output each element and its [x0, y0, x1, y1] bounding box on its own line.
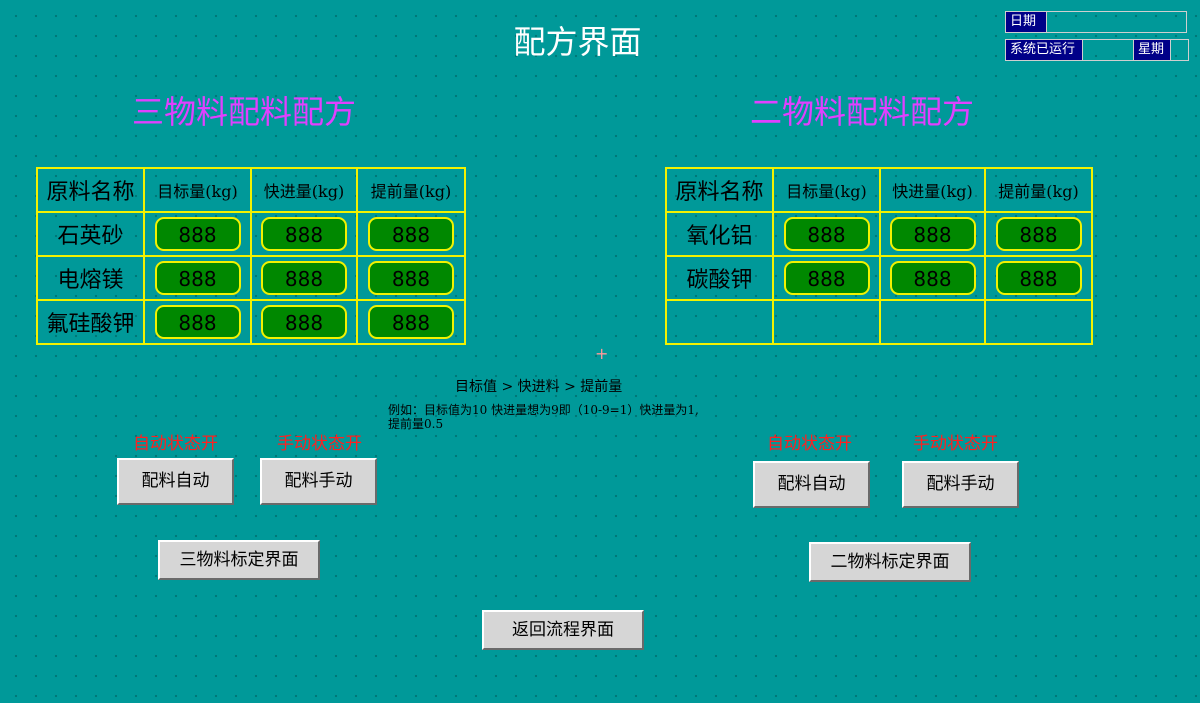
three-manual-status: 手动状态开: [277, 434, 362, 454]
two-auto-button[interactable]: 配料自动: [753, 461, 870, 508]
crosshair-icon: +: [595, 344, 609, 363]
target-value-input[interactable]: 888: [154, 261, 241, 295]
empty-cell: [665, 299, 774, 345]
three-material-title: 三物料配料配方: [132, 93, 357, 131]
target-value-input[interactable]: 888: [783, 217, 870, 251]
three-material-table: 原料名称 目标量(kg) 快进量(kg) 提前量(kg) 石英砂 888 888…: [36, 167, 466, 345]
example-note: 例如：目标值为10 快进量想为9即（10-9=1）快进量为1, 提前量0.5: [388, 403, 768, 431]
weekday-label: 星期: [1133, 39, 1171, 61]
material-name: 电熔镁: [36, 255, 145, 301]
table-row: 电熔镁 888 888 888: [36, 255, 466, 301]
header-advance: 提前量(kg): [984, 167, 1093, 213]
advance-value-input[interactable]: 888: [368, 217, 454, 251]
header-material-name: 原料名称: [665, 167, 774, 213]
example-note-line2: 提前量0.5: [388, 417, 444, 431]
advance-value-input[interactable]: 888: [368, 305, 454, 339]
two-manual-status: 手动状态开: [913, 434, 998, 454]
header-advance: 提前量(kg): [356, 167, 466, 213]
three-auto-status: 自动状态开: [133, 434, 218, 454]
two-material-table: 原料名称 目标量(kg) 快进量(kg) 提前量(kg) 氧化铝 888 888…: [665, 167, 1093, 345]
runtime-value: [1082, 39, 1134, 61]
three-auto-button[interactable]: 配料自动: [117, 458, 234, 505]
table-header-row: 原料名称 目标量(kg) 快进量(kg) 提前量(kg): [36, 167, 466, 213]
header-target: 目标量(kg): [772, 167, 881, 213]
empty-cell: [879, 299, 986, 345]
material-name: 碳酸钾: [665, 255, 774, 301]
material-name: 石英砂: [36, 211, 145, 257]
example-note-line1: 例如：目标值为10 快进量想为9即（10-9=1）快进量为1,: [388, 403, 699, 417]
fast-value-input[interactable]: 888: [261, 217, 347, 251]
date-label: 日期: [1005, 11, 1047, 33]
table-row-empty: [665, 299, 1093, 345]
two-calibration-button[interactable]: 二物料标定界面: [809, 542, 971, 582]
three-calibration-button[interactable]: 三物料标定界面: [158, 540, 320, 580]
header-target: 目标量(kg): [143, 167, 252, 213]
return-flow-button[interactable]: 返回流程界面: [482, 610, 644, 650]
weekday-value: [1170, 39, 1189, 61]
target-value-input[interactable]: 888: [154, 217, 241, 251]
table-row: 氧化铝 888 888 888: [665, 211, 1093, 257]
runtime-label: 系统已运行: [1005, 39, 1083, 61]
advance-value-input[interactable]: 888: [995, 217, 1082, 251]
date-value: [1046, 11, 1187, 33]
rule-note: 目标值 > 快进料 > 提前量: [455, 379, 623, 395]
empty-cell: [984, 299, 1093, 345]
fast-value-input[interactable]: 888: [261, 261, 347, 295]
two-auto-status: 自动状态开: [767, 434, 852, 454]
table-row: 碳酸钾 888 888 888: [665, 255, 1093, 301]
advance-value-input[interactable]: 888: [368, 261, 454, 295]
advance-value-input[interactable]: 888: [995, 261, 1082, 295]
header-fast: 快进量(kg): [879, 167, 986, 213]
header-fast: 快进量(kg): [250, 167, 358, 213]
target-value-input[interactable]: 888: [783, 261, 870, 295]
table-row: 石英砂 888 888 888: [36, 211, 466, 257]
target-value-input[interactable]: 888: [154, 305, 241, 339]
empty-cell: [772, 299, 881, 345]
header-material-name: 原料名称: [36, 167, 145, 213]
material-name: 氧化铝: [665, 211, 774, 257]
table-row: 氟硅酸钾 888 888 888: [36, 299, 466, 345]
page-title: 配方界面: [513, 23, 642, 61]
two-material-title: 二物料配料配方: [750, 93, 975, 131]
fast-value-input[interactable]: 888: [889, 261, 976, 295]
fast-value-input[interactable]: 888: [261, 305, 347, 339]
fast-value-input[interactable]: 888: [889, 217, 976, 251]
three-manual-button[interactable]: 配料手动: [260, 458, 377, 505]
table-header-row: 原料名称 目标量(kg) 快进量(kg) 提前量(kg): [665, 167, 1093, 213]
material-name: 氟硅酸钾: [36, 299, 145, 345]
two-manual-button[interactable]: 配料手动: [902, 461, 1019, 508]
